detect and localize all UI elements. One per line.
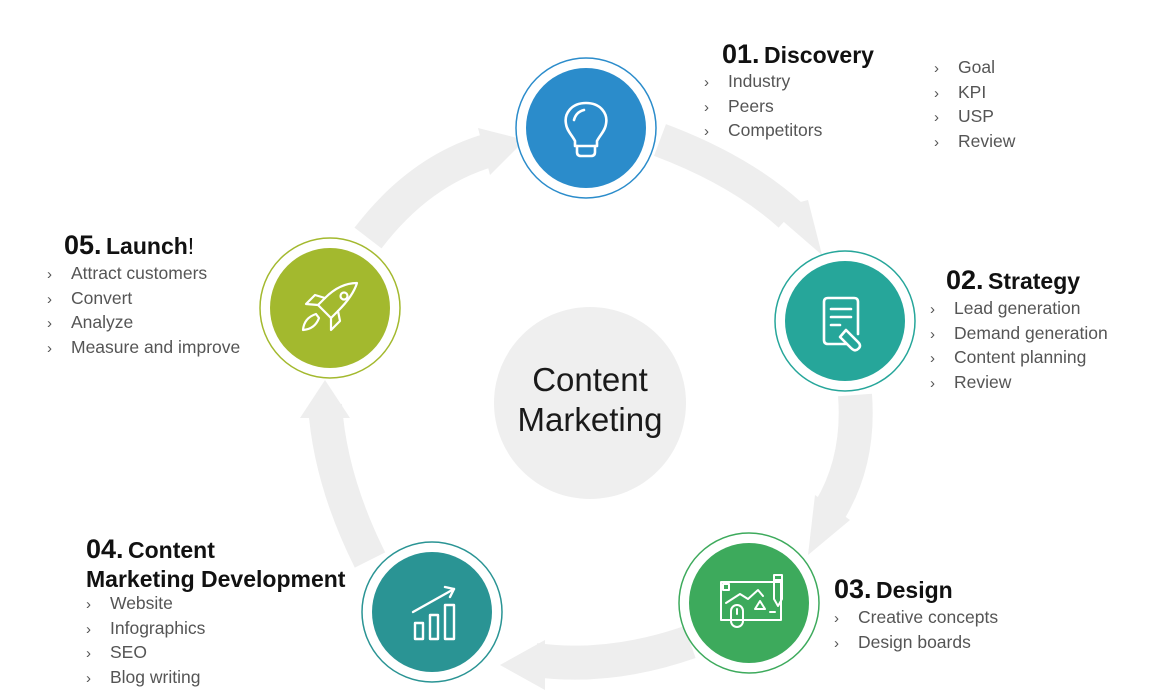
list-item: ›Creative concepts (834, 606, 998, 631)
center-label-line2: Marketing (517, 401, 663, 438)
list-item: ›Convert (47, 287, 240, 312)
rocket-icon (301, 281, 359, 332)
step-03-name: Design (876, 577, 953, 603)
chevron-right-icon: › (934, 109, 939, 126)
step-04-title: 04. Content Marketing Development (86, 534, 346, 592)
chevron-right-icon: › (86, 669, 91, 687)
center-circle (494, 307, 686, 499)
chevron-right-icon: › (704, 123, 709, 140)
step-02-bullets: ›Lead generation ›Demand generation ›Con… (930, 297, 1108, 395)
arrow-strategy-to-design (815, 393, 873, 519)
list-item: ›Demand generation (930, 322, 1108, 347)
list-item: ›Measure and improve (47, 336, 240, 361)
cycle-arrows (308, 124, 873, 680)
center-label-line1: Content (532, 361, 648, 398)
list-item: ›Review (934, 130, 1015, 155)
step-02-badge (774, 250, 916, 392)
step-04-name-line2: Marketing Development (86, 565, 346, 592)
step-04-name-line1: Content (128, 537, 215, 563)
step-05-badge (259, 237, 401, 379)
chevron-right-icon: › (934, 133, 939, 151)
chevron-right-icon: › (934, 60, 939, 77)
step-05-bullets: ›Attract customers ›Convert ›Analyze ›Me… (47, 262, 240, 360)
list-item: ›Design boards (834, 631, 998, 656)
step-04-bullets: ›Website ›Infographics ›SEO ›Blog writin… (86, 592, 205, 690)
step-01-name: Discovery (764, 42, 874, 68)
design-board-icon (720, 574, 783, 628)
document-edit-icon (822, 296, 862, 352)
arrowhead-to-launch (300, 380, 350, 418)
chevron-right-icon: › (930, 374, 935, 392)
list-item: ›Website (86, 592, 205, 617)
step-05-number: 05. (64, 230, 102, 260)
list-item: ›Attract customers (47, 262, 240, 287)
list-item: ›Industry (704, 70, 822, 95)
chevron-right-icon: › (930, 325, 935, 343)
list-item: ›Blog writing (86, 666, 205, 691)
list-item: ›Competitors (704, 119, 822, 144)
arrow-development-to-launch (308, 403, 386, 568)
step-01-title: 01. Discovery (722, 39, 874, 70)
arrowhead-to-development (500, 640, 545, 690)
step-03-badge (678, 532, 820, 674)
chevron-right-icon: › (930, 301, 935, 318)
step-05-title: 05. Launch! (64, 230, 195, 261)
step-02-number: 02. (946, 265, 984, 295)
arrow-launch-to-discovery (354, 133, 495, 249)
arrow-heads (300, 128, 850, 690)
arrow-design-to-development (532, 625, 696, 680)
arrowhead-to-discovery (478, 128, 525, 175)
list-item: ›Review (930, 371, 1108, 396)
list-item: ›Peers (704, 95, 822, 120)
growth-chart-icon (411, 585, 456, 641)
list-item: ›Analyze (47, 311, 240, 336)
list-item: ›USP (934, 105, 1015, 130)
lightbulb-icon (564, 101, 608, 158)
arrowhead-to-strategy (770, 200, 822, 255)
step-01-bullets-col1: ›Industry ›Peers ›Competitors (704, 70, 822, 144)
chevron-right-icon: › (704, 74, 709, 91)
list-item: ›SEO (86, 641, 205, 666)
step-04-badge (361, 541, 503, 683)
step-01-number: 01. (722, 39, 760, 69)
chevron-right-icon: › (47, 339, 52, 357)
arrow-discovery-to-strategy (654, 124, 802, 228)
chevron-right-icon: › (47, 315, 52, 332)
chevron-right-icon: › (86, 645, 91, 662)
chevron-right-icon: › (934, 84, 939, 102)
step-04-number: 04. (86, 534, 124, 564)
step-05-name: Launch (106, 233, 188, 259)
chevron-right-icon: › (47, 266, 52, 283)
arrowhead-to-design (808, 495, 850, 555)
chevron-right-icon: › (834, 610, 839, 627)
list-item: ›Content planning (930, 346, 1108, 371)
step-01-badge (515, 57, 657, 199)
list-item: ›KPI (934, 81, 1015, 106)
step-02-name: Strategy (988, 268, 1081, 294)
step-03-title: 03. Design (834, 574, 953, 605)
list-item: ›Infographics (86, 617, 205, 642)
chevron-right-icon: › (704, 98, 709, 116)
chevron-right-icon: › (86, 596, 91, 613)
chevron-right-icon: › (47, 290, 52, 308)
step-05-suffix: ! (187, 233, 195, 259)
chevron-right-icon: › (86, 620, 91, 638)
step-02-title: 02. Strategy (946, 265, 1081, 296)
step-03-bullets: ›Creative concepts ›Design boards (834, 606, 998, 655)
chevron-right-icon: › (930, 350, 935, 367)
list-item: ›Goal (934, 56, 1015, 81)
list-item: ›Lead generation (930, 297, 1108, 322)
chevron-right-icon: › (834, 634, 839, 652)
step-03-number: 03. (834, 574, 872, 604)
center-label: Content Marketing (495, 360, 685, 440)
step-01-bullets-col2: ›Goal ›KPI ›USP ›Review (934, 56, 1015, 154)
